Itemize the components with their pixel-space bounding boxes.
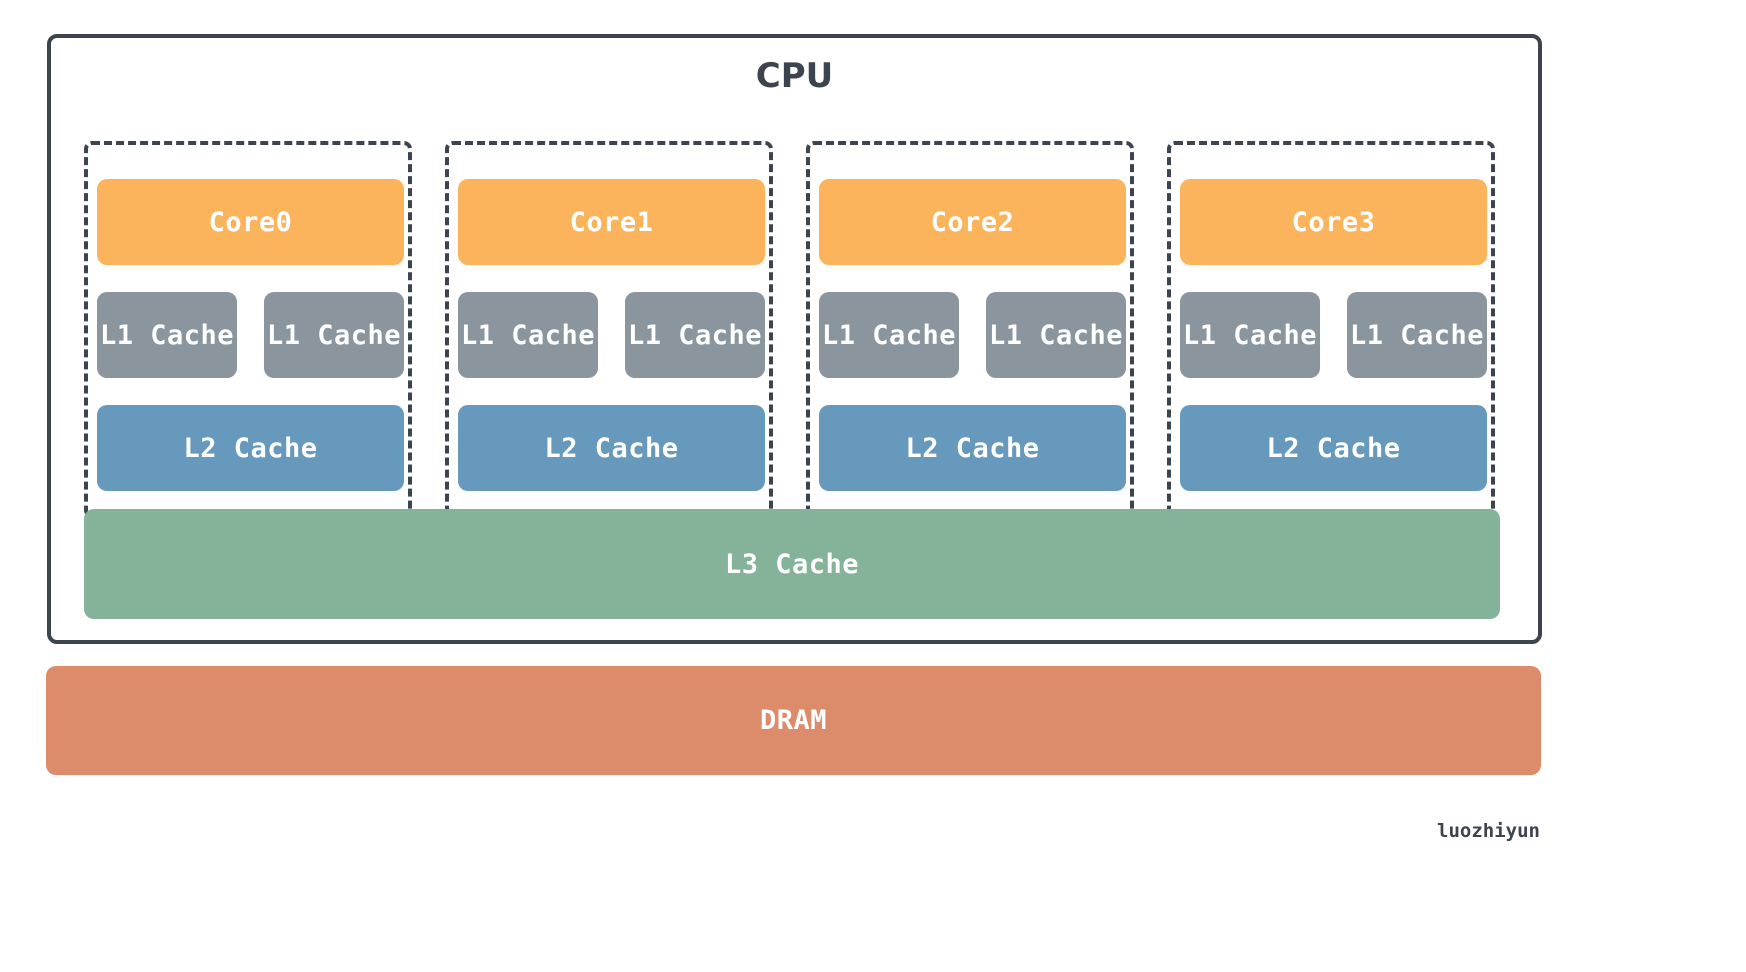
l1-cache-block: L1 Cache — [264, 292, 404, 378]
core-group-2: Core2 L1 Cache L1 Cache L2 Cache — [806, 141, 1134, 518]
l2-cache-block: L2 Cache — [97, 405, 404, 491]
core-block: Core3 — [1180, 179, 1487, 265]
core-group-0: Core0 L1 Cache L1 Cache L2 Cache — [84, 141, 412, 518]
core-group-1: Core1 L1 Cache L1 Cache L2 Cache — [445, 141, 773, 518]
l1-cache-block: L1 Cache — [458, 292, 598, 378]
core-block: Core2 — [819, 179, 1126, 265]
l1-cache-block: L1 Cache — [986, 292, 1126, 378]
l1-cache-block: L1 Cache — [625, 292, 765, 378]
cpu-title: CPU — [755, 56, 834, 96]
core-group-3: Core3 L1 Cache L1 Cache L2 Cache — [1167, 141, 1495, 518]
l1-cache-block: L1 Cache — [819, 292, 959, 378]
core-block: Core1 — [458, 179, 765, 265]
l1-cache-block: L1 Cache — [97, 292, 237, 378]
l1-cache-block: L1 Cache — [1347, 292, 1487, 378]
l2-cache-block: L2 Cache — [1180, 405, 1487, 491]
l2-cache-block: L2 Cache — [458, 405, 765, 491]
l2-cache-block: L2 Cache — [819, 405, 1126, 491]
dram-block: DRAM — [46, 666, 1541, 775]
l3-cache-block: L3 Cache — [84, 509, 1500, 619]
watermark: luozhiyun — [1437, 820, 1540, 842]
l1-cache-block: L1 Cache — [1180, 292, 1320, 378]
core-block: Core0 — [97, 179, 404, 265]
